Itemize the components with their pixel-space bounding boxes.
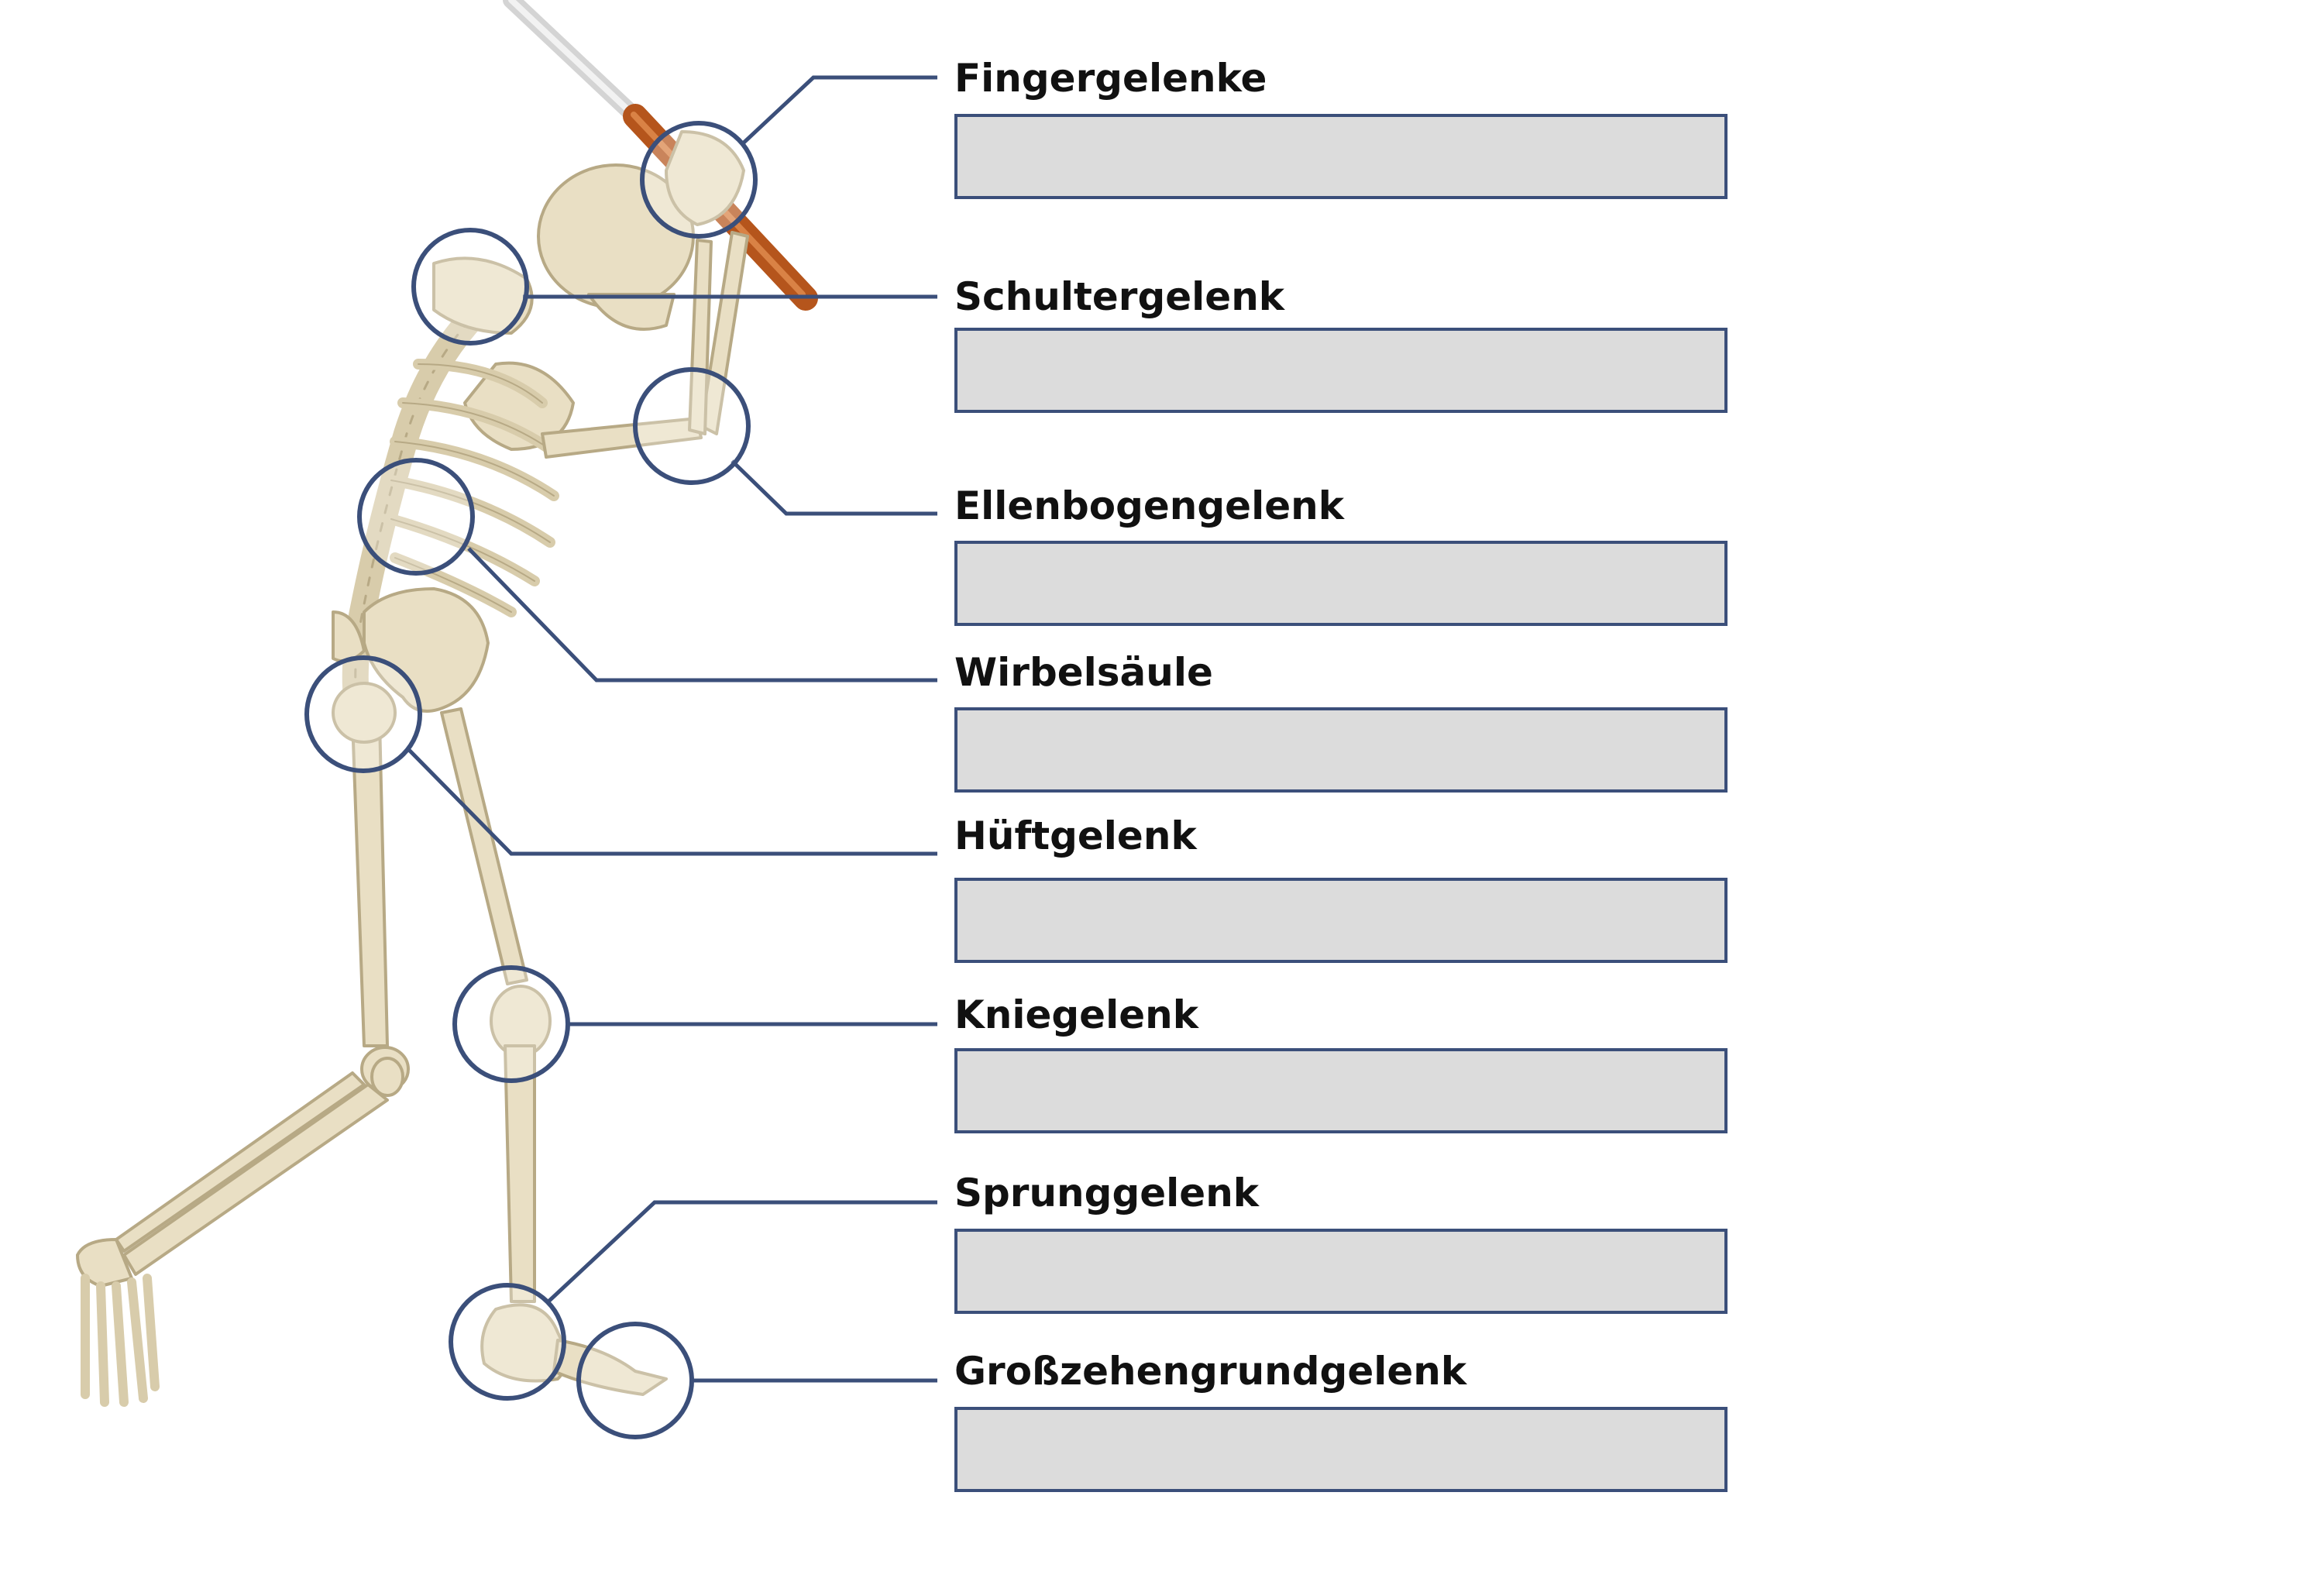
label-grosszehengrundgelenk: Großzehengrundgelenk bbox=[954, 1349, 1467, 1394]
answer-input-grosszehengrundgelenk[interactable] bbox=[954, 1407, 1728, 1492]
skeleton-illustration bbox=[76, 130, 749, 1407]
leader-lines bbox=[405, 75, 937, 1383]
answer-input-ellenbogengelenk[interactable] bbox=[954, 541, 1728, 626]
label-wirbelsaeule: Wirbelsäule bbox=[954, 650, 1213, 695]
joint-circle-fingergelenke bbox=[640, 121, 758, 239]
label-ellenbogengelenk: Ellenbogengelenk bbox=[954, 483, 1344, 528]
leader-line-wirbelsaeule bbox=[467, 547, 937, 683]
leader-line-ellenbogengelenk bbox=[731, 459, 937, 516]
label-fingergelenke: Fingergelenke bbox=[954, 56, 1267, 101]
joint-circle-kniegelenk bbox=[452, 965, 570, 1083]
answer-input-wirbelsaeule[interactable] bbox=[954, 707, 1728, 793]
leader-line-hueftgelenk bbox=[405, 746, 937, 856]
label-kniegelenk: Kniegelenk bbox=[954, 992, 1198, 1037]
answer-input-hueftgelenk[interactable] bbox=[954, 878, 1728, 963]
answer-input-sprunggelenk[interactable] bbox=[954, 1229, 1728, 1314]
joint-circle-schultergelenk bbox=[411, 228, 529, 346]
joint-circle-ellenbogengelenk bbox=[633, 367, 751, 485]
joint-circle-wirbelsaeule bbox=[357, 458, 475, 576]
leader-line-sprunggelenk bbox=[547, 1200, 937, 1303]
label-schultergelenk: Schultergelenk bbox=[954, 274, 1285, 319]
joint-markers bbox=[304, 121, 758, 1439]
answer-input-schultergelenk[interactable] bbox=[954, 328, 1728, 413]
label-hueftgelenk: Hüftgelenk bbox=[954, 813, 1197, 858]
joint-circle-sprunggelenk bbox=[449, 1283, 566, 1401]
joint-circle-grosszehengrundgelenk bbox=[576, 1322, 694, 1439]
answer-input-kniegelenk[interactable] bbox=[954, 1048, 1728, 1133]
answer-input-fingergelenke[interactable] bbox=[954, 114, 1728, 199]
joint-circle-hueftgelenk bbox=[304, 655, 422, 773]
label-sprunggelenk: Sprunggelenk bbox=[954, 1171, 1260, 1215]
leader-line-fingergelenke bbox=[740, 75, 937, 146]
